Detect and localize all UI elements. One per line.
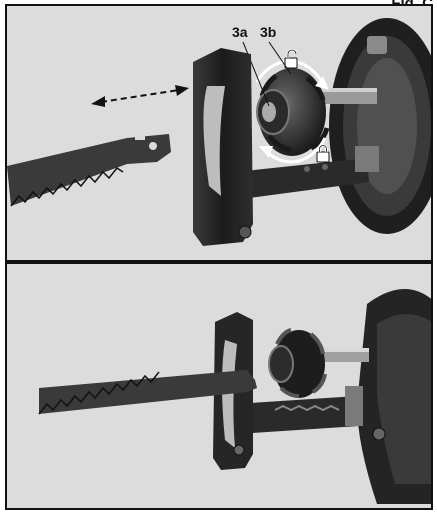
callout-3a: 3a <box>232 24 248 40</box>
saw-blade-installed <box>38 370 257 415</box>
shoe-slot <box>222 340 237 448</box>
tool-body <box>357 289 431 504</box>
shoe-screw <box>238 225 252 239</box>
blade-clamp-knob <box>256 68 330 156</box>
blade-clamp-knob <box>268 328 327 398</box>
callout-3b: 3b <box>260 24 277 40</box>
blade-hole <box>149 142 157 150</box>
shoe-rail <box>235 386 363 434</box>
housing-tab <box>367 36 387 54</box>
front-shoe <box>193 48 253 246</box>
double-headed-dashed-arrow <box>91 85 189 107</box>
callout-leader-lines <box>242 41 292 107</box>
shoe-clamp <box>345 386 363 426</box>
shoe-slot <box>203 86 225 196</box>
body-screw <box>372 427 386 441</box>
illustration-panel-blade-installed <box>5 262 433 510</box>
closed-padlock-icon <box>316 144 330 163</box>
motor-housing <box>329 18 431 234</box>
blade-insertion-drawing <box>7 18 431 246</box>
blade-installed-drawing <box>38 289 431 504</box>
open-padlock-icon <box>284 48 298 69</box>
illustration-panel-blade-insertion: 3a 3b <box>5 4 433 262</box>
shoe-screw <box>233 444 245 456</box>
shoe-clamp <box>355 146 379 172</box>
saw-blade-detached <box>7 134 171 207</box>
shoe-rail <box>217 146 379 202</box>
